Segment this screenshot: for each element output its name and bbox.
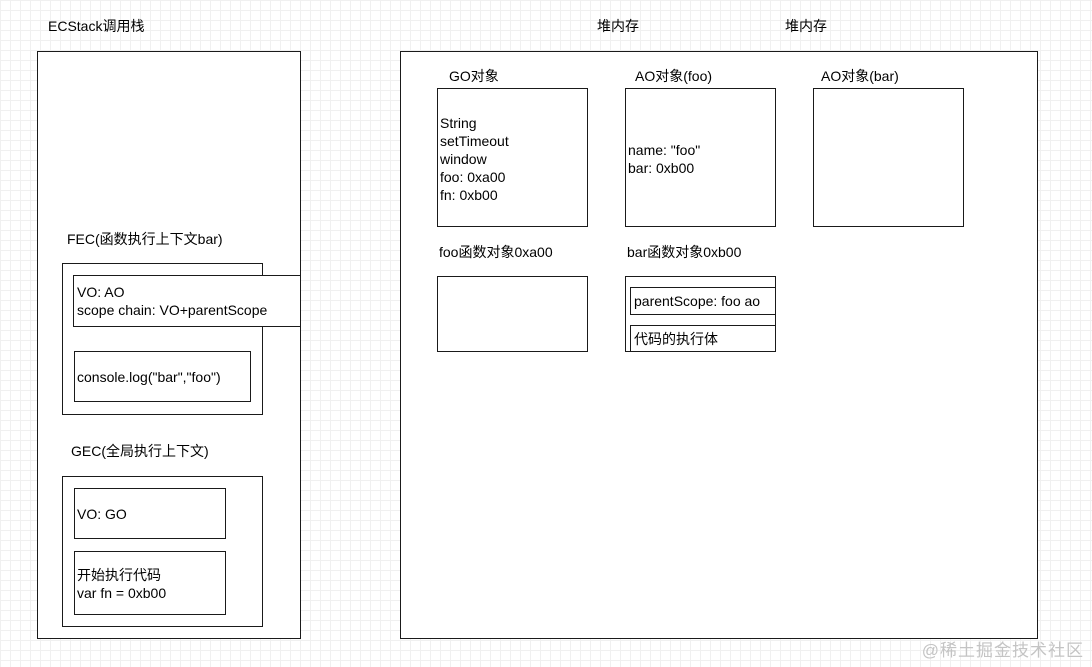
heap-header-1: 堆内存 <box>597 18 639 34</box>
gec-title: GEC(全局执行上下文) <box>71 443 209 459</box>
bar-code-body-text: 代码的执行体 <box>634 331 718 347</box>
fec-code-text: console.log("bar","foo") <box>77 369 221 385</box>
go-object-title: GO对象 <box>449 68 499 84</box>
bar-code-body-box <box>630 325 776 352</box>
gec-vo-text: VO: GO <box>77 506 127 522</box>
fec-code-box <box>74 351 251 402</box>
go-object-box <box>437 88 588 227</box>
ecstack-header: ECStack调用栈 <box>48 18 145 34</box>
ao-bar-box <box>813 88 964 227</box>
ao-bar-title: AO对象(bar) <box>821 68 899 84</box>
gec-vo-box <box>74 488 226 539</box>
watermark-text: @稀土掘金技术社区 <box>921 641 1084 660</box>
fec-title: FEC(函数执行上下文bar) <box>67 231 223 247</box>
fec-vo-text: VO: AO scope chain: VO+parentScope <box>77 284 268 318</box>
heap-header-2: 堆内存 <box>785 18 827 34</box>
gec-code-text: 开始执行代码 var fn = 0xb00 <box>77 567 167 601</box>
bar-parent-scope-text: parentScope: foo ao <box>634 293 761 309</box>
ao-foo-box <box>625 88 776 227</box>
go-object-content: String setTimeout window foo: 0xa00 fn: … <box>440 115 509 203</box>
ao-foo-title: AO对象(foo) <box>635 68 713 84</box>
gec-code-box <box>74 551 226 615</box>
ao-foo-content: name: "foo" bar: 0xb00 <box>628 142 701 176</box>
fec-vo-box <box>73 275 301 327</box>
bar-function-object-title: bar函数对象0xb00 <box>627 244 742 260</box>
foo-function-object-box <box>437 276 588 352</box>
bar-parent-scope-box <box>630 287 776 315</box>
foo-function-object-title: foo函数对象0xa00 <box>439 244 553 260</box>
